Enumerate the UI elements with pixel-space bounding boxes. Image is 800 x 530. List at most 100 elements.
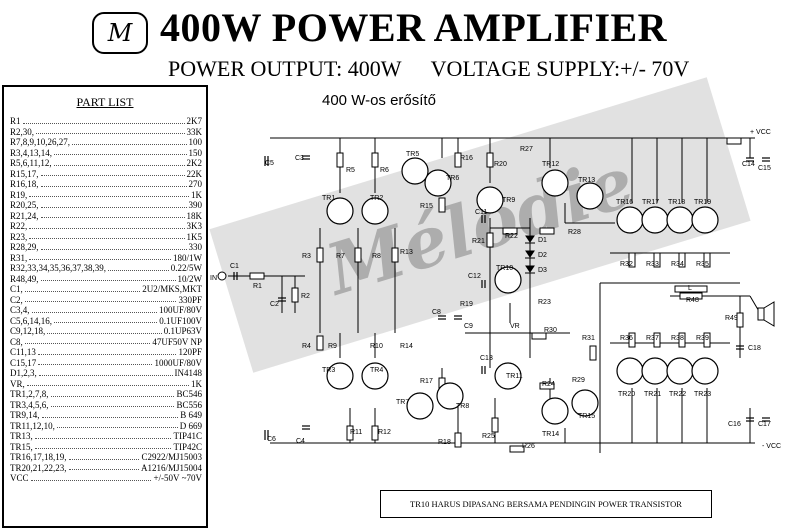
part-value: 150: [188, 147, 203, 158]
part-value: 18K: [186, 210, 203, 221]
label-tr22: TR22: [669, 391, 686, 398]
label-r11: R11: [350, 429, 362, 436]
part-list-row: TR3,4,5,6,BC556: [4, 400, 206, 411]
leader-dots: [47, 326, 162, 334]
label-tr9: TR9: [502, 197, 515, 204]
part-list-row: R48,49,10/2W: [4, 274, 206, 285]
label-r7: R7: [336, 253, 345, 260]
input-jack: [217, 271, 227, 281]
leader-dots: [38, 368, 173, 376]
part-list-row: TR9,14, B 649: [4, 410, 206, 421]
leader-dots: [34, 431, 172, 439]
part-ref: TR11,12,10,: [10, 420, 55, 431]
label-tr6: TR6: [446, 175, 459, 182]
label-r37: R37: [646, 335, 659, 342]
part-ref: C11,13: [10, 347, 36, 357]
leader-dots: [68, 452, 140, 460]
part-value: 100UF/80V: [158, 305, 202, 315]
part-list-row: R32,33,34,35,36,37,38,39,0.22/5W: [4, 263, 206, 274]
label-r34: R34: [671, 261, 684, 268]
leader-dots: [40, 179, 187, 187]
label-c5: C5: [265, 160, 274, 167]
label-r6: R6: [380, 167, 389, 174]
part-ref: C5,6,14,16,: [10, 315, 53, 326]
label-tr16: TR16: [616, 199, 633, 206]
part-ref: R21,24,: [10, 210, 39, 221]
part-ref: R19,: [10, 189, 28, 200]
part-list-row: R23,1K5: [4, 232, 206, 243]
leader-dots: [29, 190, 189, 197]
part-value: +/-50V ~70V: [153, 473, 202, 483]
leader-dots: [54, 148, 187, 155]
part-ref: R48,49,: [10, 273, 39, 284]
part-ref: R28,29,: [10, 242, 39, 252]
label-tr4: TR4: [370, 367, 383, 374]
label-r32: R32: [620, 261, 633, 268]
label-c18: C18: [748, 345, 761, 352]
part-ref: C3,4,: [10, 305, 30, 315]
leader-dots: [29, 253, 171, 260]
part-ref: R3,4,13,14,: [10, 147, 53, 158]
part-value: 1K: [191, 378, 202, 389]
leader-dots: [31, 305, 157, 313]
part-ref: TR16,17,18,19,: [10, 452, 67, 462]
label-tr13: TR13: [578, 177, 595, 184]
label-r36: R36: [620, 335, 633, 342]
label-r25: R25: [482, 433, 495, 440]
part-list-row: R21,24, 18K: [4, 211, 206, 222]
label-c9: C9: [464, 323, 473, 330]
label-r16: R16: [460, 155, 473, 162]
part-ref: R23,: [10, 231, 28, 242]
leader-dots: [24, 295, 177, 302]
part-ref: C15,17: [10, 357, 37, 368]
part-value: B 649: [180, 410, 202, 420]
part-list-row: VCC +/-50V ~70V: [4, 473, 206, 484]
part-list-row: R5,6,11,12,2K2: [4, 158, 206, 169]
part-ref: C8,: [10, 336, 23, 347]
label-r20: R20: [494, 161, 507, 168]
part-list-row: C5,6,14,16, 0.1UF100V: [4, 316, 206, 327]
part-list-row: R7,8,9,10,26,27,100: [4, 137, 206, 148]
part-list-row: R19,1K: [4, 190, 206, 201]
leader-dots: [29, 221, 185, 229]
part-ref: R16,18,: [10, 179, 39, 189]
label-r48: R48: [686, 297, 699, 304]
leader-dots: [40, 200, 187, 208]
part-ref: C1,: [10, 284, 23, 294]
label-c6: C6: [267, 436, 276, 443]
part-value: A1216/MJ15004: [140, 462, 202, 473]
part-list-row: TR13,TIP41C: [4, 431, 206, 442]
part-ref: D1,2,3,: [10, 368, 37, 378]
part-ref: R5,6,11,12,: [10, 158, 52, 168]
part-value: 0.1UF100V: [159, 315, 202, 326]
label-r29: R29: [572, 377, 585, 384]
leader-dots: [53, 158, 185, 166]
part-value: 270: [188, 179, 203, 189]
part-list-row: D1,2,3,IN4148: [4, 368, 206, 379]
part-value: 22K: [186, 168, 203, 179]
leader-dots: [68, 463, 139, 470]
part-ref: VCC: [10, 473, 29, 483]
label-tr1: TR1: [322, 195, 335, 202]
label-r9: R9: [328, 343, 337, 350]
label-r18: R18: [438, 439, 451, 446]
part-ref: C9,12,18,: [10, 326, 46, 336]
label-r21: R21: [472, 238, 485, 245]
schematic-labels: IN C1 R1 C2 R2 C5 C3 C6 C4 R3 R4 R5 R6 R…: [210, 129, 781, 450]
part-ref: TR9,14,: [10, 410, 40, 420]
label-r30: R30: [544, 327, 557, 334]
leader-dots: [40, 169, 185, 176]
label-tr14: TR14: [542, 431, 559, 438]
label-tr8: TR8: [456, 403, 469, 410]
part-list-row: TR15,TIP42C: [4, 442, 206, 453]
label-c17: C17: [758, 421, 771, 428]
part-ref: R7,8,9,10,26,27,: [10, 137, 71, 147]
label-tr2: TR2: [370, 195, 383, 202]
part-value: 390: [188, 200, 203, 210]
label-r39: R39: [696, 335, 709, 342]
leader-dots: [26, 379, 189, 386]
